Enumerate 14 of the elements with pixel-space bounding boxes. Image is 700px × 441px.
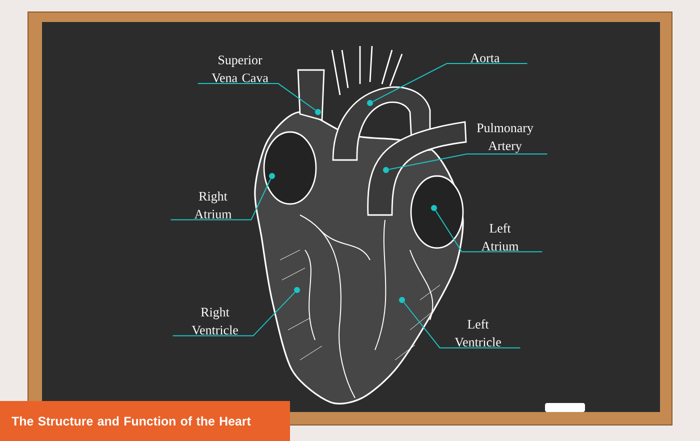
leader-line bbox=[388, 154, 548, 170]
leader-line bbox=[172, 292, 296, 336]
part-label: Superior Vena Cava bbox=[212, 56, 268, 82]
leader-line bbox=[372, 63, 528, 102]
part-label: Aorta bbox=[470, 54, 500, 62]
part-label: Left Atrium bbox=[481, 223, 518, 251]
leader-line bbox=[197, 83, 316, 111]
leader-line bbox=[404, 302, 521, 348]
title-banner: The Structure and Function of the Heart bbox=[0, 401, 290, 441]
part-label: Right Atrium bbox=[194, 191, 232, 219]
part-label: Right Ventricle bbox=[192, 307, 238, 335]
part-label: Pulmonary Artery bbox=[476, 123, 534, 153]
leader-line bbox=[435, 210, 543, 252]
part-label: Left Ventricle bbox=[454, 319, 501, 347]
